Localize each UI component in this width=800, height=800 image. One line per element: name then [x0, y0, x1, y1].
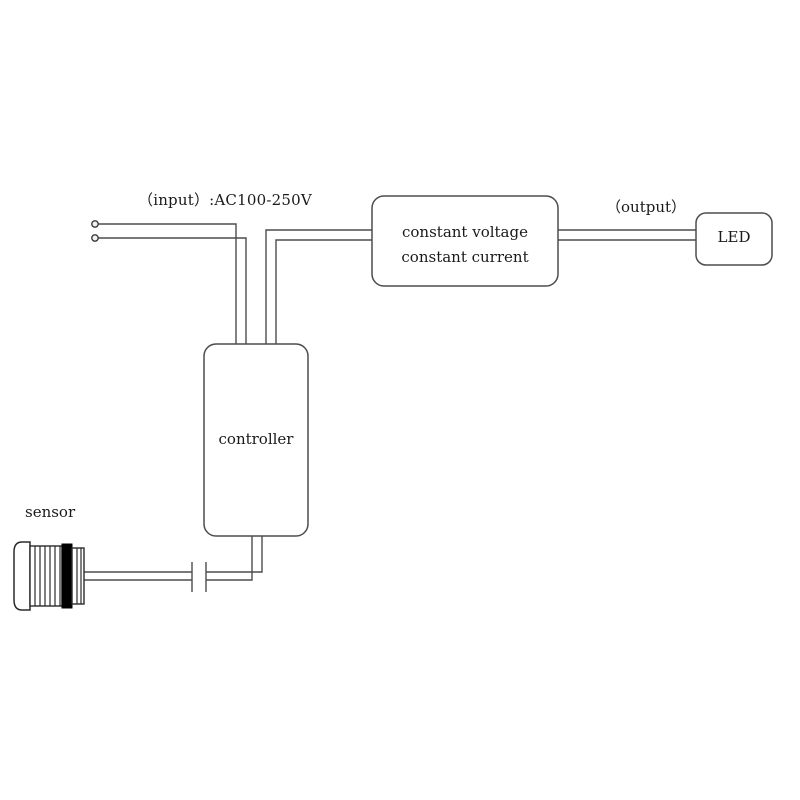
ac-input-wires — [96, 223, 247, 344]
output-label: （output） — [606, 198, 687, 216]
sensor-icon — [13, 541, 85, 611]
driver-text-line1: constant voltage — [402, 223, 528, 241]
controller-to-driver-wires — [265, 229, 372, 344]
sensor-black-band — [61, 543, 73, 609]
input-label: （input）:AC100-250V — [138, 191, 312, 209]
led-box — [695, 212, 773, 266]
ac-input-terminals — [91, 220, 99, 242]
sensor-label: sensor — [25, 503, 76, 521]
led-box-label: LED — [717, 228, 751, 246]
driver-to-led-wires — [558, 229, 696, 241]
sensor-cable — [82, 536, 263, 581]
driver-box — [371, 195, 559, 287]
sensor-threads-left — [34, 546, 61, 606]
controller-box-label: controller — [218, 430, 294, 448]
sensor-barrel-right — [71, 547, 85, 605]
cable-connector-break — [191, 562, 207, 592]
driver-text-line2: constant current — [401, 248, 529, 266]
driver-box-text: constant voltage constant current — [372, 220, 558, 270]
sensor-threads-right — [76, 548, 82, 604]
input-terminal-dot-line — [91, 220, 99, 228]
sensor-flange — [13, 541, 31, 611]
controller-box — [203, 343, 309, 537]
input-terminal-dot-neutral — [91, 234, 99, 242]
